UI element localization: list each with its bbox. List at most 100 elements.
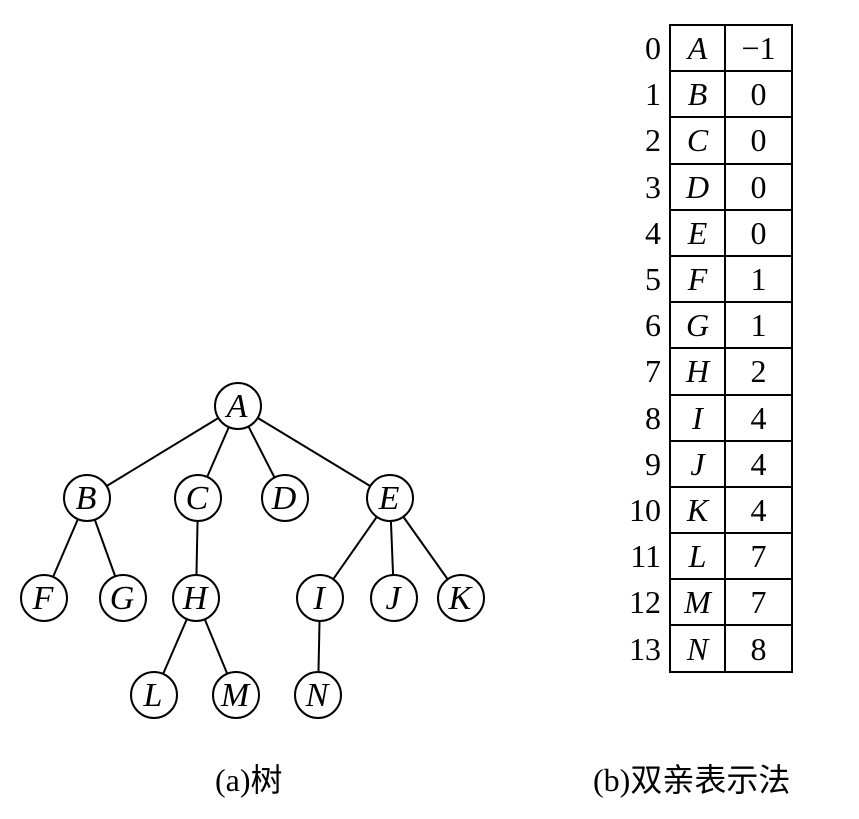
row-index: 7: [645, 353, 661, 390]
node-label: M: [220, 677, 251, 714]
tree-node-a: A: [214, 382, 262, 430]
row-index: 4: [645, 214, 661, 251]
tree-edge-a-c: [206, 426, 230, 478]
node-circle: [99, 574, 147, 622]
node-label: A: [225, 388, 248, 425]
tree-edge-e-j: [389, 520, 395, 576]
row-index: 11: [630, 538, 661, 575]
row-data: H: [669, 347, 726, 396]
node-label: I: [312, 580, 326, 617]
row-data: F: [669, 254, 726, 304]
row-parent: 1: [724, 301, 793, 350]
row-index: 5: [645, 261, 661, 298]
tree-node-e: E: [366, 474, 414, 522]
row-parent: 0: [724, 162, 793, 211]
row-parent: 7: [724, 532, 793, 581]
tree-node-n: N: [294, 671, 342, 719]
row-parent: 0: [724, 70, 793, 119]
tree-node-c: C: [174, 474, 222, 522]
tree-edge-a-e: [257, 417, 371, 487]
tree-node-d: D: [261, 474, 309, 522]
tree-node-j: J: [370, 574, 418, 622]
tree-edge-i-n: [317, 620, 321, 673]
row-parent: 4: [724, 485, 793, 535]
node-label: B: [76, 480, 97, 517]
node-label: N: [305, 677, 331, 714]
row-data: C: [669, 116, 726, 165]
tree-node-m: M: [212, 671, 260, 719]
node-label: D: [271, 480, 297, 517]
table-caption: (b)双亲表示法: [593, 762, 791, 798]
row-data: I: [669, 393, 726, 442]
node-circle: [20, 574, 68, 622]
row-data: L: [669, 532, 726, 581]
row-index: 8: [645, 399, 661, 436]
node-label: J: [385, 580, 402, 617]
tree-edge-b-f: [52, 518, 79, 578]
node-circle: [214, 382, 262, 430]
row-data: G: [669, 301, 726, 350]
row-data: J: [669, 439, 726, 488]
tree-edge-a-d: [247, 426, 276, 478]
node-label: G: [110, 580, 135, 617]
tree-caption: (a)树: [215, 762, 283, 798]
row-parent: 0: [724, 116, 793, 165]
node-circle: [212, 671, 260, 719]
row-index: 6: [645, 307, 661, 344]
node-circle: [261, 474, 309, 522]
node-circle: [63, 474, 111, 522]
tree-node-i: I: [296, 574, 344, 622]
node-circle: [296, 574, 344, 622]
node-circle: [172, 574, 220, 622]
tree-edge-h-l: [162, 618, 188, 675]
tree-edge-e-i: [332, 516, 378, 580]
row-parent: 8: [724, 624, 793, 673]
tree-node-g: G: [99, 574, 147, 622]
row-data: K: [669, 485, 726, 535]
node-circle: [437, 574, 485, 622]
node-label: H: [182, 580, 210, 617]
row-data: M: [669, 578, 726, 627]
tree-node-h: H: [172, 574, 220, 622]
tree-edge-a-b: [106, 417, 219, 487]
row-parent: 4: [724, 439, 793, 488]
node-circle: [130, 671, 178, 719]
row-parent: 1: [724, 254, 793, 304]
node-label: K: [448, 580, 474, 617]
row-data: E: [669, 208, 726, 257]
row-index: 0: [645, 30, 661, 67]
tree-edge-c-h: [195, 520, 199, 576]
node-circle: [370, 574, 418, 622]
row-index: 9: [645, 445, 661, 482]
row-index: 1: [645, 76, 661, 113]
node-circle: [174, 474, 222, 522]
node-label: F: [32, 580, 55, 617]
tree-node-f: F: [20, 574, 68, 622]
tree-node-b: B: [63, 474, 111, 522]
node-label: E: [378, 480, 400, 517]
row-parent: 7: [724, 578, 793, 627]
tree-edge-b-g: [93, 519, 117, 577]
node-circle: [366, 474, 414, 522]
node-label: C: [186, 480, 209, 517]
row-index: 13: [629, 630, 661, 667]
tree-edge-e-k: [402, 516, 449, 580]
row-parent: 0: [724, 208, 793, 257]
row-index: 3: [645, 168, 661, 205]
row-index: 2: [645, 122, 661, 159]
row-parent: 2: [724, 347, 793, 396]
